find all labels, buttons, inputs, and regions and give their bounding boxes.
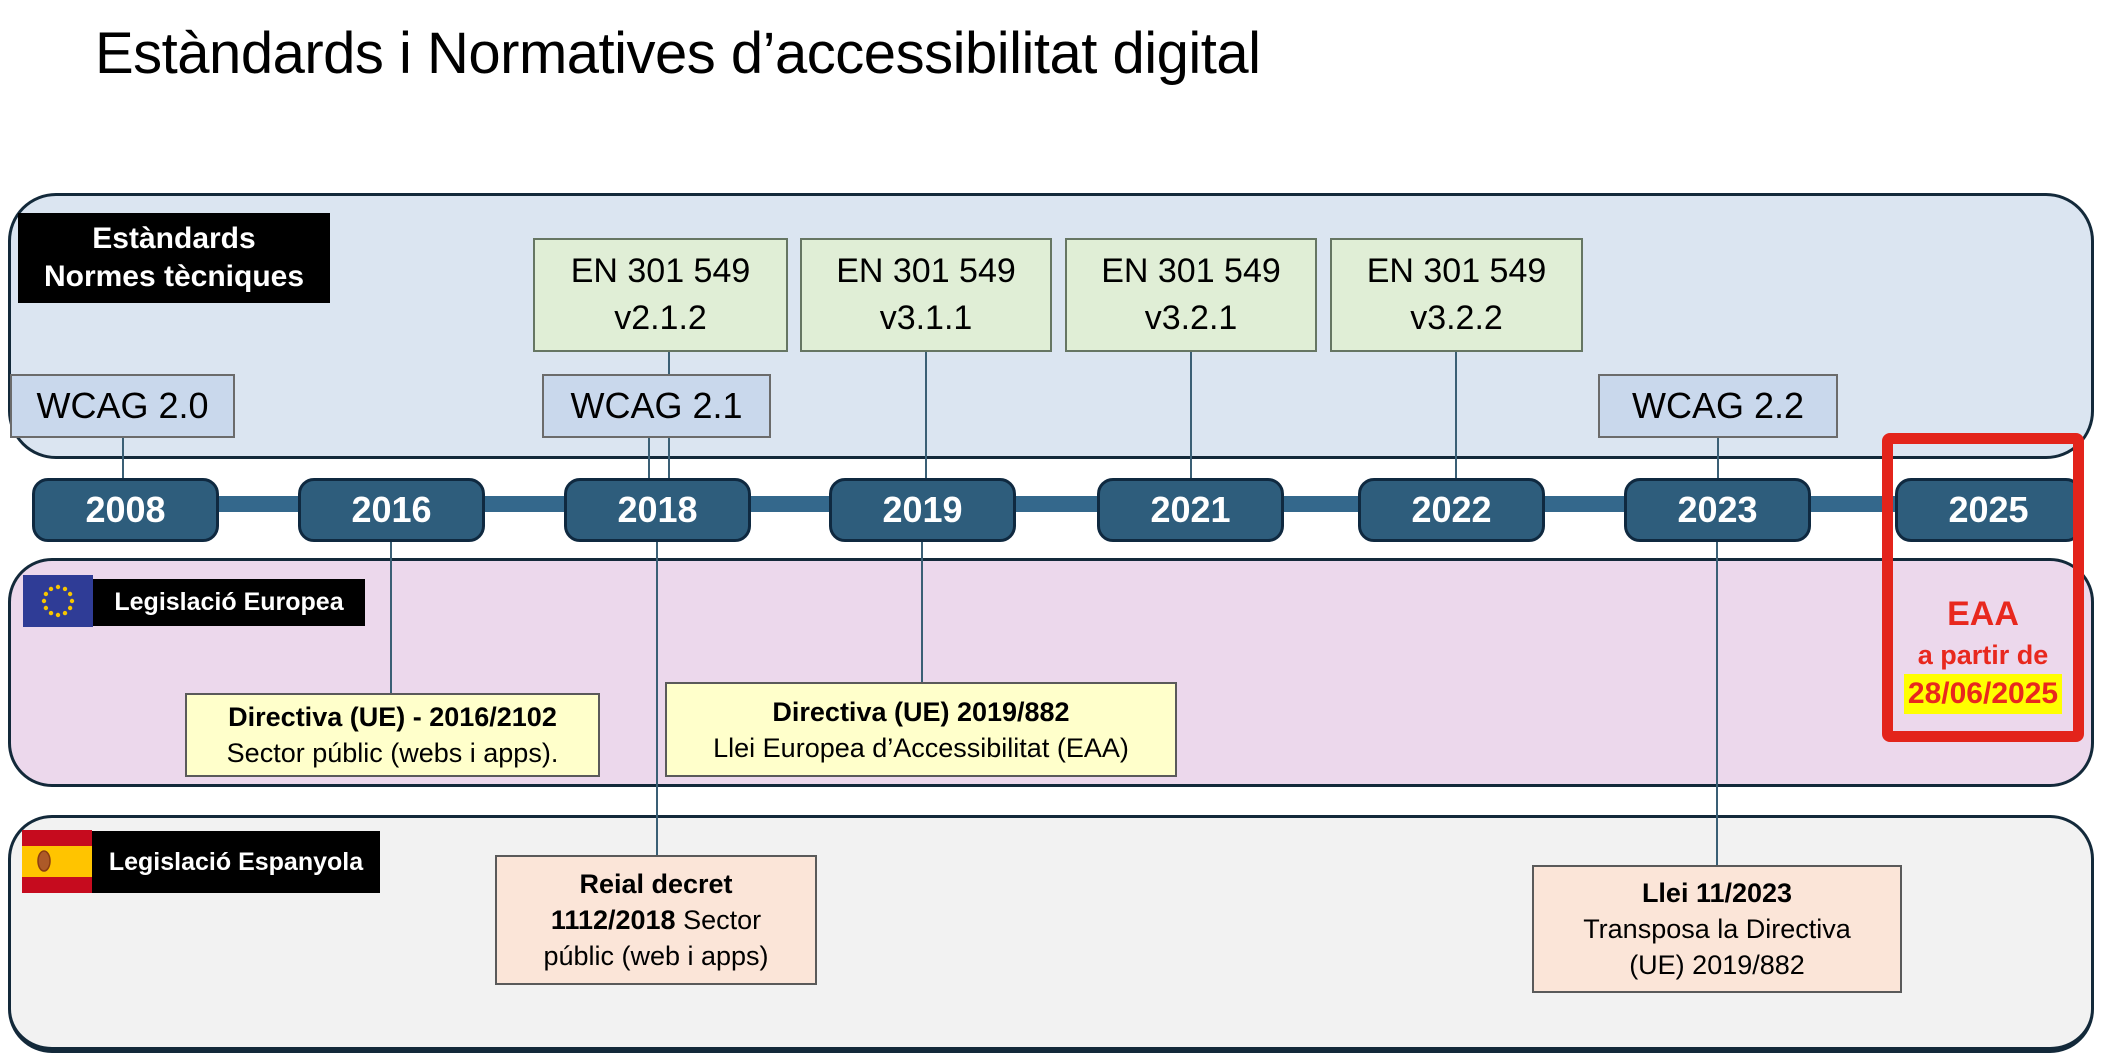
connector-line [648, 437, 650, 480]
decree-line2-rest: Sector [683, 905, 762, 935]
wcag-22-box: WCAG 2.2 [1598, 374, 1838, 438]
year-pill-2008: 2008 [32, 478, 219, 542]
eu-section-label: Legislació Europea [93, 579, 365, 626]
law-line2: Transposa la Directiva [1583, 914, 1851, 944]
page-title: Estàndards i Normatives d’accessibilitat… [95, 21, 1261, 86]
directive-2016-2102-box: Directiva (UE) - 2016/2102 Sector públic… [185, 693, 600, 777]
year-pill-2025: 2025 [1895, 478, 2082, 542]
directive-body: Sector públic (webs i apps). [226, 738, 559, 768]
decree-title: Reial decret [579, 869, 733, 899]
eaa-date-highlight: 28/06/2025 [1903, 674, 2063, 714]
decree-number: 1112/2018 [550, 905, 676, 935]
connector-line [122, 435, 124, 480]
spain-flag-icon [22, 830, 92, 893]
year-pill-2022: 2022 [1358, 478, 1545, 542]
wcag-21-box: WCAG 2.1 [542, 374, 771, 438]
en-301-549-box-v321: EN 301 549 v3.2.1 [1065, 238, 1317, 352]
standards-section-label: Estàndards Normes tècniques [18, 213, 330, 303]
en-box-version: v3.1.1 [879, 299, 973, 337]
eaa-emphasis-rectangle [1882, 433, 2084, 742]
connector-line [921, 541, 923, 687]
en-box-title: EN 301 549 [1366, 252, 1547, 290]
llei-11-2023-box: Llei 11/2023 Transposa la Directiva (UE)… [1532, 865, 1902, 993]
year-pill-2019: 2019 [829, 478, 1016, 542]
connector-line [1190, 351, 1192, 480]
directive-2019-882-box: Directiva (UE) 2019/882 Llei Europea d’A… [665, 682, 1177, 777]
decree-line2: 1112/2018 Sector [551, 902, 761, 938]
eaa-subtitle: a partir de [1917, 640, 2049, 670]
connector-line [1716, 541, 1718, 867]
eaa-callout: EAA a partir de 28/06/2025 [1890, 592, 2076, 714]
year-pill-2016: 2016 [298, 478, 485, 542]
en-301-549-box-v311: EN 301 549 v3.1.1 [800, 238, 1052, 352]
connector-line [1717, 437, 1719, 480]
standards-label-line2: Normes tècniques [43, 260, 305, 293]
directive-title: Directiva (UE) 2019/882 [772, 696, 1070, 727]
connector-line [925, 351, 927, 480]
decree-line3: públic (web i apps) [543, 941, 769, 971]
reial-decret-box: Reial decret 1112/2018 Sector públic (we… [495, 855, 817, 985]
connector-line [656, 541, 658, 857]
standards-label-line1: Estàndards [92, 222, 256, 255]
en-box-version: v3.2.2 [1410, 299, 1503, 337]
connector-line [1455, 351, 1457, 480]
en-box-version: v3.2.1 [1144, 299, 1238, 337]
wcag-20-box: WCAG 2.0 [10, 374, 235, 438]
law-line3: (UE) 2019/882 [1629, 950, 1805, 980]
connector-line [390, 541, 392, 696]
eaa-title: EAA [1947, 595, 2019, 633]
year-pill-2018: 2018 [564, 478, 751, 542]
year-pill-2023: 2023 [1624, 478, 1811, 542]
eu-flag-icon [23, 575, 93, 627]
year-pill-2021: 2021 [1097, 478, 1284, 542]
es-section-label: Legislació Espanyola [92, 831, 380, 893]
en-box-version: v2.1.2 [614, 299, 707, 337]
en-box-title: EN 301 549 [836, 252, 1016, 290]
en-box-title: EN 301 549 [570, 252, 751, 290]
en-box-title: EN 301 549 [1101, 252, 1281, 290]
directive-body: Llei Europea d’Accessibilitat (EAA) [713, 732, 1129, 763]
en-301-549-box-v212: EN 301 549 v2.1.2 [533, 238, 788, 352]
en-301-549-box-v322: EN 301 549 v3.2.2 [1330, 238, 1583, 352]
directive-title: Directiva (UE) - 2016/2102 [228, 702, 557, 732]
law-title: Llei 11/2023 [1641, 878, 1793, 908]
